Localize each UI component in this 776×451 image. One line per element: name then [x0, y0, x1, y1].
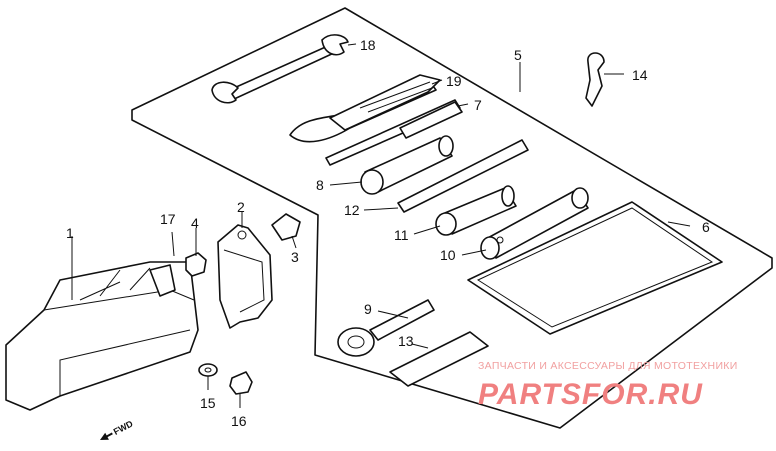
forward-arrow-icon: [100, 432, 113, 440]
callout-15: 15: [200, 395, 216, 411]
callout-8: 8: [316, 177, 324, 193]
callout-3: 3: [291, 249, 299, 265]
leader-lines: [71, 43, 691, 408]
fwd-label: FWD: [112, 418, 135, 437]
callout-17: 17: [160, 211, 176, 227]
callout-4: 4: [191, 215, 199, 231]
extension-bar-part: [397, 139, 529, 213]
open-end-wrench-part: [211, 34, 349, 104]
clip-part: [585, 52, 605, 107]
callout-13: 13: [398, 333, 414, 349]
callout-19: 19: [446, 73, 462, 89]
callout-14: 14: [632, 67, 648, 83]
watermark-tagline: ЗАПЧАСТИ И АКСЕССУАРЫ ДЛЯ МОТОТЕХНИКИ: [478, 360, 738, 372]
tool-bag-outline: [131, 7, 773, 429]
callout-1: 1: [66, 225, 74, 241]
callout-6: 6: [702, 219, 710, 235]
tool-tray-part: [5, 261, 199, 411]
forward-direction-marker: FWD: [100, 418, 135, 440]
callout-5: 5: [514, 47, 522, 63]
bolt-part: [229, 371, 253, 395]
washer-part: [198, 363, 218, 377]
collar-part: [185, 252, 207, 277]
callout-2: 2: [237, 199, 245, 215]
callout-11: 11: [394, 227, 409, 243]
callout-9: 9: [364, 301, 372, 317]
rubber-cap-part: [271, 213, 301, 241]
watermark-brand: PARTSFOR.RU: [478, 378, 703, 411]
spark-plug-wrench-part: [480, 187, 589, 260]
callout-18: 18: [360, 37, 376, 53]
callout-10: 10: [440, 247, 456, 263]
screwdriver-handle-part: [360, 135, 454, 195]
pliers-part: [289, 74, 441, 143]
pin-spanner-part: [337, 299, 435, 357]
callout-16: 16: [231, 413, 247, 429]
tool-pouch-plate-part: [467, 201, 723, 335]
callout-12: 12: [344, 202, 360, 218]
socket-wrench-part: [435, 185, 517, 236]
callout-7: 7: [474, 97, 482, 113]
cover-bracket-part: [217, 224, 273, 329]
screwdriver-part: [325, 99, 463, 166]
flat-tool-part: [389, 331, 489, 387]
